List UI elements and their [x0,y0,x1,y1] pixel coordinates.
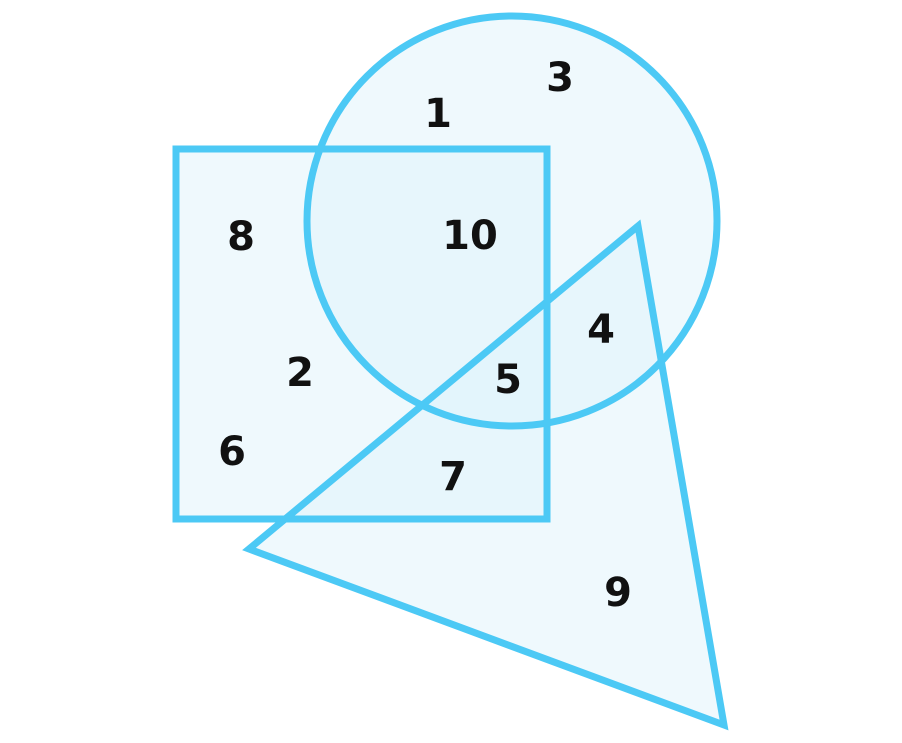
region-label-7: 7 [439,454,467,500]
region-label-10: 10 [442,213,498,259]
triangle-shape [249,226,724,725]
square-outline [172,145,551,523]
region-label-4: 4 [587,307,615,353]
region-label-2: 2 [286,350,314,396]
region-label-3: 3 [546,55,574,101]
region-label-6: 6 [218,429,246,475]
triangle-outline [242,219,729,731]
region-label-9: 9 [604,570,632,616]
circle-outline [303,12,721,430]
region-label-8: 8 [227,214,255,260]
region-label-5: 5 [494,357,522,403]
region-label-1: 1 [424,91,452,137]
